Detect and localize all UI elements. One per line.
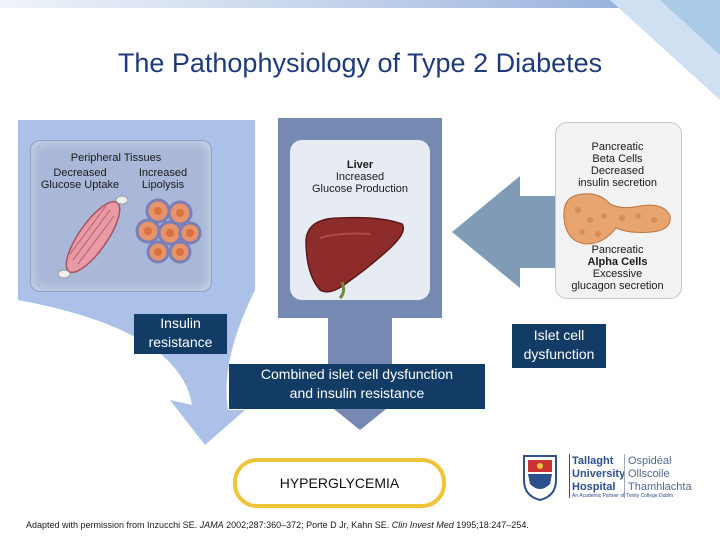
top-accent-bar: [0, 0, 720, 8]
islet-line2: dysfunction: [523, 346, 595, 362]
alpha-heading-1: Pancreatic: [591, 244, 644, 256]
peripheral-heading: Peripheral Tissues: [70, 152, 162, 164]
citation-mid: 2002;287:360–372; Porte D Jr, Kahn SE.: [223, 520, 392, 530]
citation-pre: Adapted with permission from Inzucchi SE…: [26, 520, 200, 530]
peripheral-right-line2: Lipolysis: [141, 179, 185, 191]
peripheral-left-line2: Glucose Uptake: [40, 179, 120, 191]
beta-heading-1: Pancreatic: [591, 141, 644, 153]
insulin-resistance-line2: resistance: [148, 334, 213, 350]
logo-en-line1: Tallaght: [572, 455, 614, 467]
islet-dysfunction-box: Islet cell dysfunction: [512, 324, 606, 368]
citation-footnote: Adapted with permission from Inzucchi SE…: [26, 520, 529, 530]
citation-journal-2: Clin Invest Med: [391, 520, 454, 530]
combined-box: Combined islet cell dysfunction and insu…: [229, 364, 485, 409]
peripheral-right-line1: Increased: [138, 167, 188, 179]
logo-divider-2: [624, 454, 625, 498]
liver-line2: Glucose Production: [312, 183, 408, 195]
hospital-crest-icon: [523, 455, 557, 502]
beta-heading-2: Beta Cells: [592, 153, 643, 165]
alpha-line-2: glucagon secretion: [571, 280, 664, 292]
fat-cells-illustration: [135, 198, 202, 264]
liver-heading: Liver: [346, 159, 374, 171]
liver-line1: Increased: [335, 171, 385, 183]
islet-line1: Islet cell: [533, 327, 585, 343]
citation-post: 1995;18:247–254.: [453, 520, 529, 530]
insulin-resistance-box: Insulin resistance: [134, 314, 227, 354]
combined-line2: and insulin resistance: [289, 385, 425, 401]
pancreas-illustration: [563, 193, 671, 245]
logo-ga-line1: Ospidéal: [628, 455, 672, 467]
liver-illustration: [305, 216, 405, 300]
beta-line-2: insulin secretion: [578, 177, 657, 189]
logo-divider: [569, 454, 570, 498]
muscle-illustration: [57, 195, 129, 279]
hyperglycemia-badge: HYPERGLYCEMIA: [233, 458, 446, 508]
peripheral-left-line1: Decreased: [53, 167, 107, 179]
logo-ga-line3: Thamhlachta: [628, 481, 692, 493]
combined-line1: Combined islet cell dysfunction: [260, 366, 454, 382]
pancreas-to-liver-arrow: [452, 176, 565, 288]
logo-en-line3: Hospital: [572, 481, 616, 493]
logo-tagline: An Academic Partner of Trinity College D…: [572, 493, 674, 499]
corner-decoration: [610, 0, 720, 100]
logo-ga-line2: Ollscoile: [628, 468, 670, 480]
alpha-heading-2: Alpha Cells: [587, 256, 648, 268]
logo-en-line2: University: [572, 468, 626, 480]
slide-title: The Pathophysiology of Type 2 Diabetes: [117, 48, 603, 78]
alpha-line-1: Excessive: [592, 268, 643, 280]
beta-line-1: Decreased: [590, 165, 645, 177]
insulin-resistance-line1: Insulin: [160, 315, 201, 331]
citation-journal-1: JAMA: [199, 520, 224, 530]
